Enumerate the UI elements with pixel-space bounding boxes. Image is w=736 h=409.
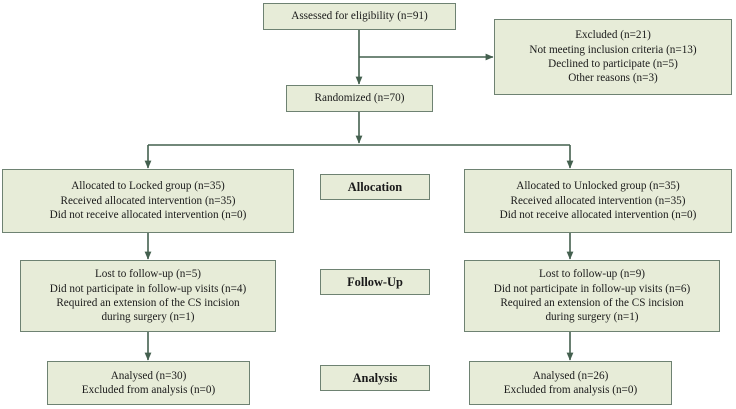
- allocated-unlocked-group-box: Allocated to Unlocked group (n=35) Recei…: [464, 169, 732, 233]
- allocated-right-line-3: Did not receive allocated intervention (…: [499, 209, 697, 222]
- stage-label-followup: Follow-Up: [320, 269, 430, 295]
- stage-analysis-text: Analysis: [352, 370, 398, 385]
- randomized-line-1: Randomized (n=70): [314, 92, 405, 105]
- assessed-line-1: Assessed for eligibility (n=91): [291, 10, 428, 23]
- excluded-line-1: Excluded (n=21): [575, 29, 651, 42]
- excluded-box: Excluded (n=21) Not meeting inclusion cr…: [494, 19, 732, 95]
- allocated-right-line-2: Received allocated intervention (n=35): [510, 194, 686, 207]
- allocated-left-line-1: Allocated to Locked group (n=35): [71, 180, 225, 193]
- followup-locked-group-box: Lost to follow-up (n=5) Did not particip…: [20, 260, 276, 332]
- stage-followup-text: Follow-Up: [347, 274, 403, 289]
- stage-label-allocation: Allocation: [320, 174, 430, 200]
- analysis-unlocked-group-box: Analysed (n=26) Excluded from analysis (…: [469, 361, 672, 405]
- allocated-right-line-1: Allocated to Unlocked group (n=35): [516, 180, 680, 193]
- analysis-right-line-2: Excluded from analysis (n=0): [503, 384, 638, 396]
- randomized-box: Randomized (n=70): [286, 85, 433, 112]
- assessed-for-eligibility-box: Assessed for eligibility (n=91): [263, 3, 456, 30]
- allocated-left-line-3: Did not receive allocated intervention (…: [49, 209, 247, 222]
- allocated-locked-group-box: Allocated to Locked group (n=35) Receive…: [2, 169, 294, 233]
- analysis-left-line-2: Excluded from analysis (n=0): [81, 384, 216, 396]
- followup-right-line-4: during surgery (n=1): [545, 311, 639, 324]
- excluded-line-2: Not meeting inclusion criteria (n=13): [529, 43, 697, 56]
- followup-left-line-4: during surgery (n=1): [101, 311, 195, 324]
- followup-left-line-2: Did not participate in follow-up visits …: [49, 282, 247, 295]
- stage-label-analysis: Analysis: [320, 365, 430, 391]
- analysis-right-line-1: Analysed (n=26): [532, 369, 609, 382]
- analysis-locked-group-box: Analysed (n=30) Excluded from analysis (…: [47, 361, 250, 405]
- followup-right-line-3: Required an extension of the CS incision: [500, 297, 684, 309]
- stage-allocation-text: Allocation: [347, 179, 403, 194]
- excluded-line-3: Declined to participate (n=5): [548, 58, 678, 70]
- allocated-left-line-2: Received allocated intervention (n=35): [60, 194, 236, 207]
- followup-left-line-3: Required an extension of the CS incision: [56, 297, 240, 309]
- excluded-line-4: Other reasons (n=3): [568, 72, 658, 85]
- analysis-left-line-1: Analysed (n=30): [110, 369, 187, 382]
- followup-unlocked-group-box: Lost to follow-up (n=9) Did not particip…: [464, 260, 720, 332]
- followup-right-line-1: Lost to follow-up (n=9): [538, 268, 646, 281]
- followup-right-line-2: Did not participate in follow-up visits …: [493, 282, 691, 295]
- followup-left-line-1: Lost to follow-up (n=5): [94, 268, 202, 281]
